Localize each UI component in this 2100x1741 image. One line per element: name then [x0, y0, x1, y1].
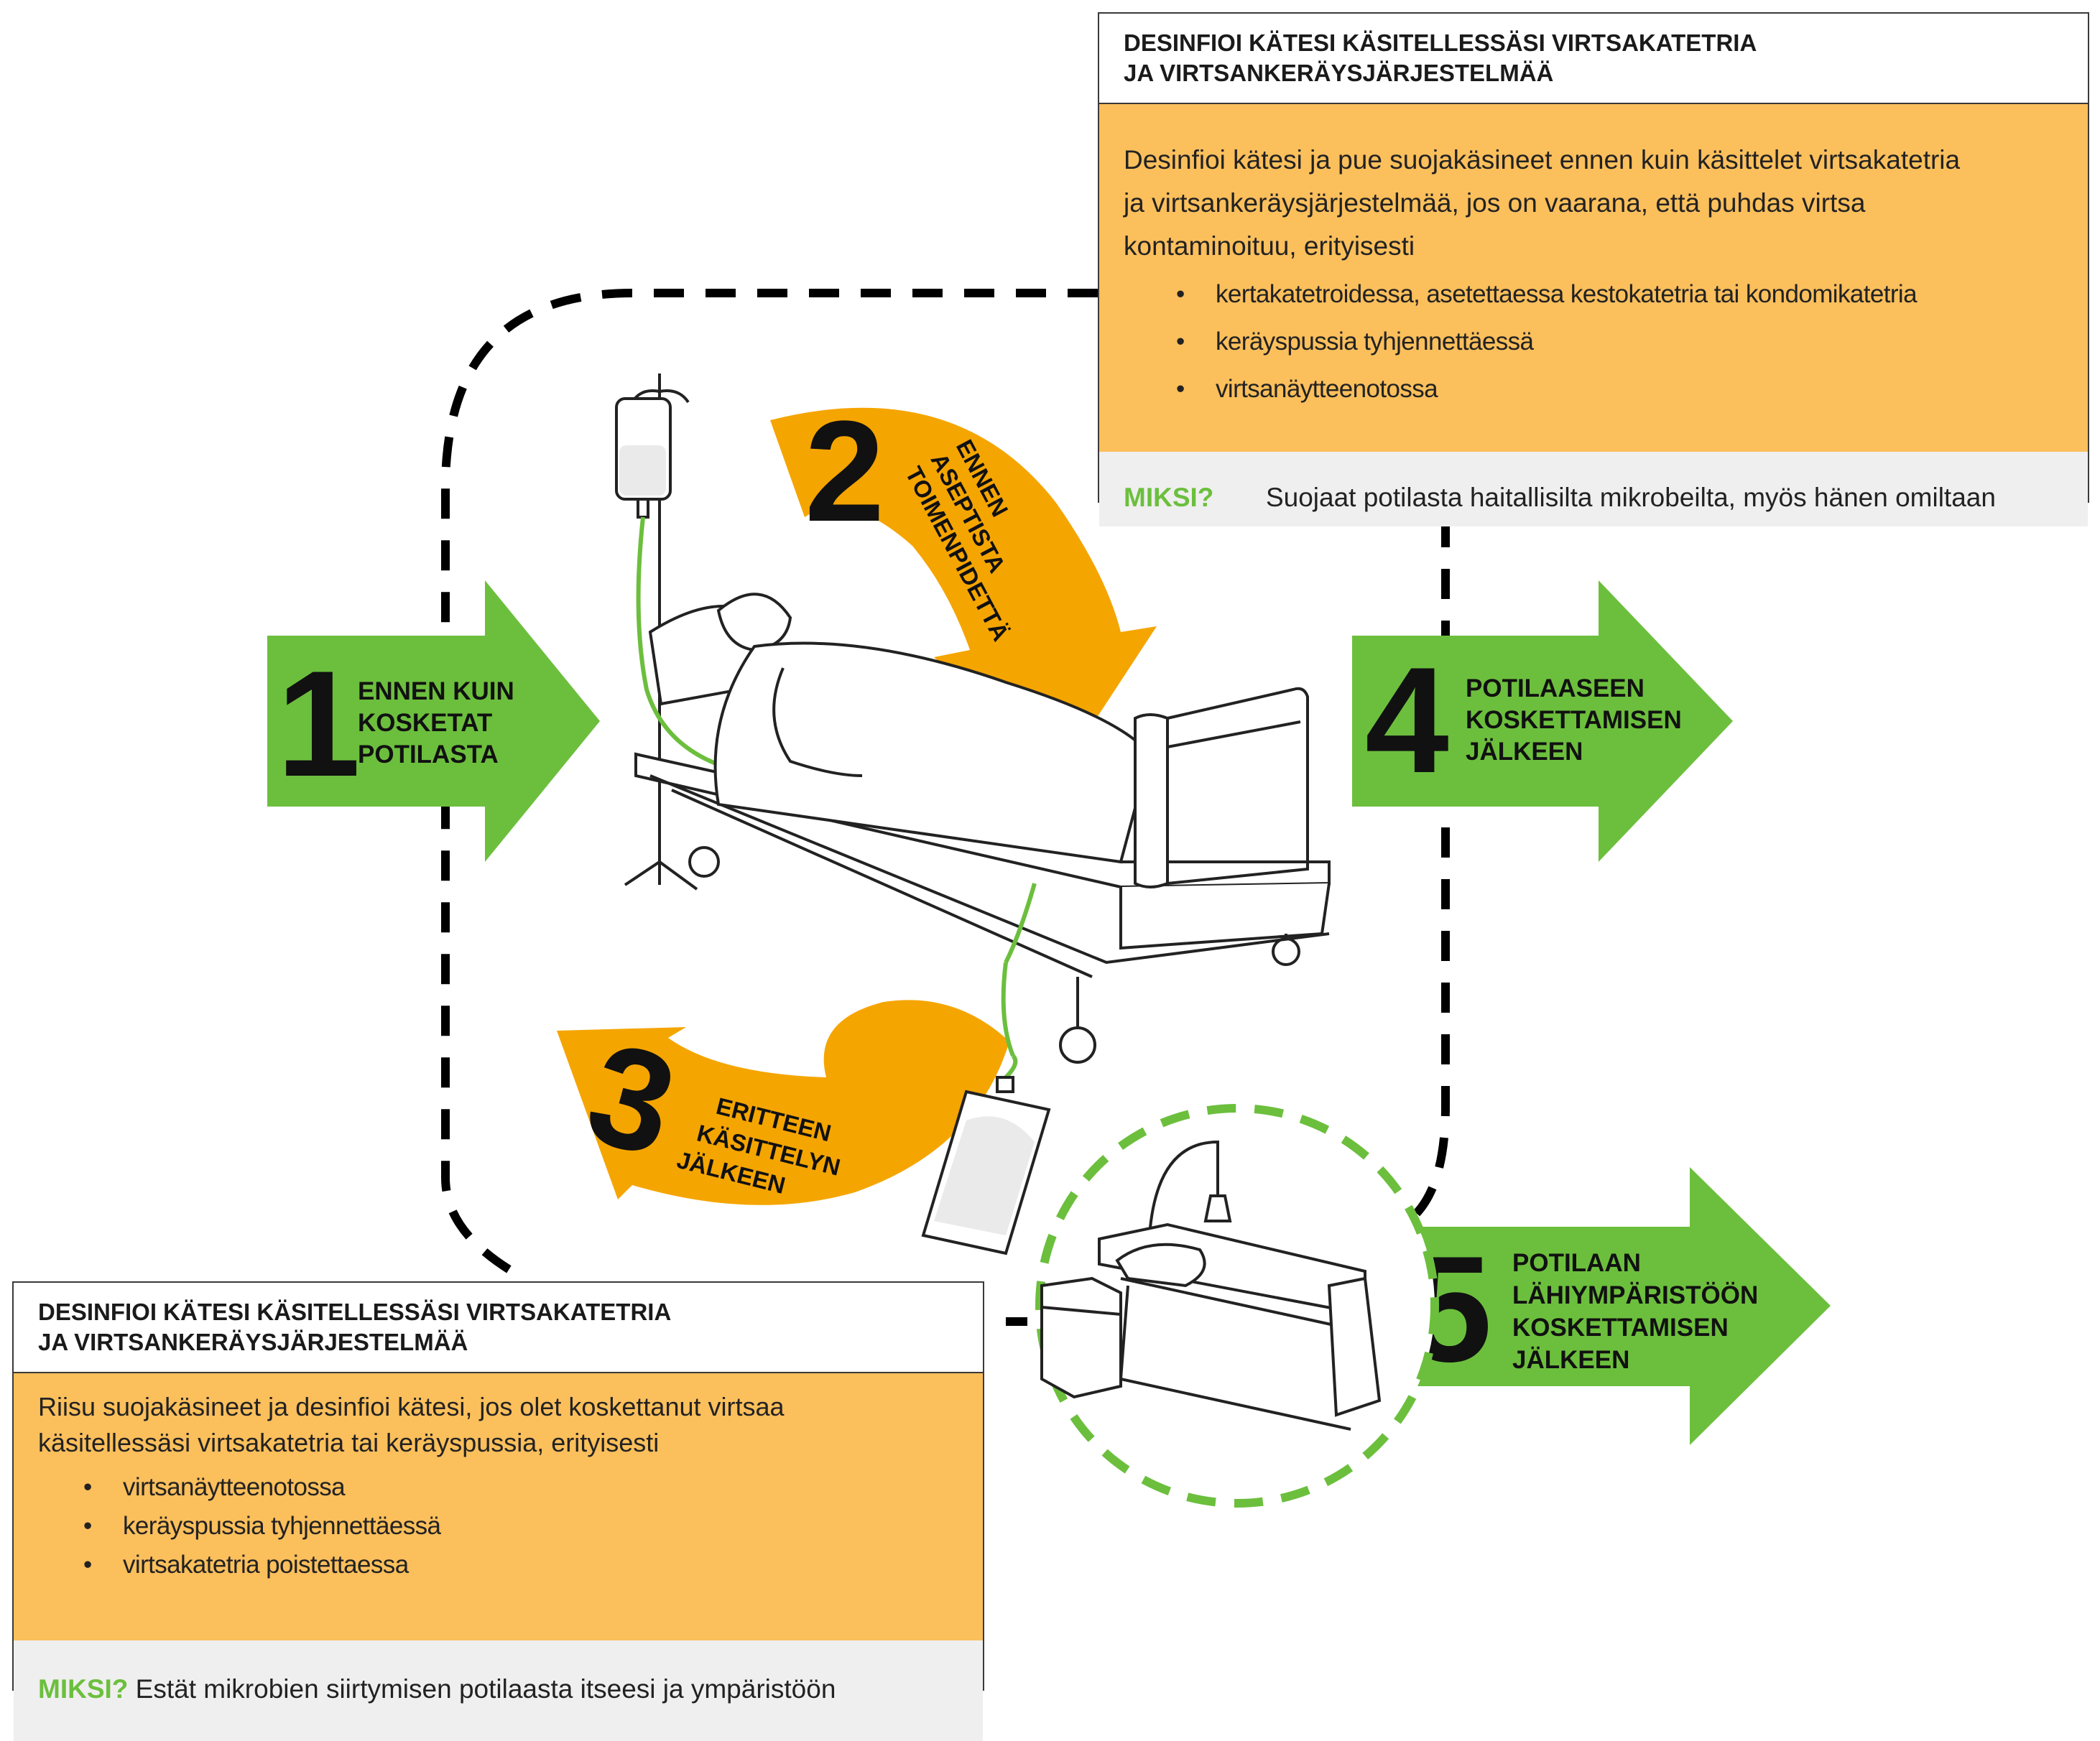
info-panel-top-bullets: kertakatetroidessa, asetettaessa kestoka… [1124, 268, 2063, 413]
hand-hygiene-diagram: 1 ENNEN KUIN KOSKETAT POTILASTA 4 POTILA… [267, 289, 1831, 1508]
info-panel-top-body-line: ja virtsankeräysjärjestelmää, jos on vaa… [1124, 188, 1866, 218]
moment-5-line: POTILAAN [1512, 1249, 1641, 1277]
info-panel-top-title: DESINFIOI KÄTESI KÄSITELLESSÄSI VIRTSAKA… [1099, 14, 2088, 104]
svg-text:POTILAAN LÄHIYMPÄRISTÖÖN: POTILAAN LÄHIYMPÄRISTÖÖN KOSKETTAMISEN J… [1512, 1249, 1765, 1374]
patient-surroundings-icon [1035, 1104, 1439, 1508]
miksi-text: Estät mikrobien siirtymisen potilaasta i… [135, 1674, 836, 1704]
moment-1-line: ENNEN KUIN [358, 677, 514, 705]
info-panel-top-title-line: DESINFIOI KÄTESI KÄSITELLESSÄSI VIRTSAKA… [1124, 29, 1757, 56]
urine-collection-bag-icon [921, 1054, 1051, 1255]
info-panel-bottom-bullets: virtsanäytteenotossa keräyspussia tyhjen… [38, 1461, 958, 1584]
miksi-label: MIKSI? [38, 1674, 129, 1704]
list-item: keräyspussia tyhjennettäessä [1176, 318, 2063, 366]
info-panel-bottom-miksi: MIKSI? Estät mikrobien siirtymisen potil… [14, 1640, 983, 1741]
moment-2-arrow: 2 ENNEN ASEPTISTA TOIMENPIDETTÄ [770, 391, 1157, 774]
moment-4-line: JÄLKEEN [1466, 738, 1583, 766]
info-panel-bottom-body-line: käsitellessäsi virtsakatetria tai keräys… [38, 1428, 660, 1457]
moment-5-line: KOSKETTAMISEN [1512, 1314, 1729, 1342]
list-item: kertakatetroidessa, asetettaessa kestoka… [1176, 271, 2063, 318]
moment-4-number: 4 [1365, 636, 1449, 804]
info-panel-bottom: DESINFIOI KÄTESI KÄSITELLESSÄSI VIRTSAKA… [12, 1281, 984, 1741]
info-panel-top: DESINFIOI KÄTESI KÄSITELLESSÄSI VIRTSAKA… [1098, 12, 2089, 526]
info-panel-bottom-title-line: JA VIRTSANKERÄYSJÄRJESTELMÄÄ [38, 1329, 468, 1355]
moment-5-arrow: 5 POTILAAN LÄHIYMPÄRISTÖÖN KOSKETTAMISEN… [1372, 1167, 1831, 1445]
svg-text:ENNEN KUIN KOSKETAT: ENNEN KUIN KOSKETAT POTILASTA [358, 677, 522, 769]
info-panel-top-body-line: kontaminoituu, erityisesti [1124, 231, 1415, 261]
info-panel-bottom-body-line: Riisu suojakäsineet ja desinfioi kätesi,… [38, 1392, 785, 1421]
info-panel-top-body-line: Desinfioi kätesi ja pue suojakäsineet en… [1124, 145, 1961, 175]
moment-3-arrow: 3 ERITTEEN KÄSITTELYN JÄLKEEN [557, 1000, 1009, 1205]
list-item: virtsanäytteenotossa [83, 1468, 958, 1507]
miksi-text: Suojaat potilasta haitallisilta mikrobei… [1265, 483, 1996, 512]
moment-5-line: LÄHIYMPÄRISTÖÖN [1512, 1281, 1758, 1309]
info-panel-top-title-line: JA VIRTSANKERÄYSJÄRJESTELMÄÄ [1124, 60, 1554, 86]
patient-zone-boundary-right [1405, 517, 1450, 1225]
hospital-bed-with-patient-icon [634, 593, 1331, 1064]
moment-5-line: JÄLKEEN [1512, 1346, 1629, 1374]
info-panel-bottom-body: Riisu suojakäsineet ja desinfioi kätesi,… [14, 1373, 983, 1640]
moment-1-arrow: 1 ENNEN KUIN KOSKETAT POTILASTA [267, 580, 600, 862]
moment-4-line: KOSKETTAMISEN [1466, 706, 1682, 734]
list-item: virtsanäytteenotossa [1176, 366, 2063, 413]
list-item: keräyspussia tyhjennettäessä [83, 1507, 958, 1546]
moment-1-line: POTILASTA [358, 740, 499, 769]
moment-2-number: 2 [805, 391, 884, 552]
moment-4-line: POTILAASEEN [1466, 674, 1645, 702]
info-panel-bottom-title: DESINFIOI KÄTESI KÄSITELLESSÄSI VIRTSAKA… [14, 1283, 983, 1373]
svg-text:POTILAASEEN KOSKETTAMISE: POTILAASEEN KOSKETTAMISEN JÄLKEEN [1466, 674, 1688, 766]
info-panel-bottom-title-line: DESINFIOI KÄTESI KÄSITELLESSÄSI VIRTSAKA… [38, 1299, 672, 1325]
moment-4-arrow: 4 POTILAASEEN KOSKETTAMISEN JÄLKEEN [1352, 580, 1733, 862]
list-item: virtsakatetria poistettaessa [83, 1546, 958, 1584]
patient-zone-boundary [441, 289, 1098, 1283]
info-panel-top-miksi: MIKSI? Suojaat potilasta haitallisilta m… [1099, 452, 2088, 526]
moment-1-line: KOSKETAT [358, 709, 492, 737]
moment-1-number: 1 [277, 639, 361, 808]
miksi-label: MIKSI? [1124, 483, 1214, 512]
info-panel-top-body: Desinfioi kätesi ja pue suojakäsineet en… [1099, 104, 2088, 452]
